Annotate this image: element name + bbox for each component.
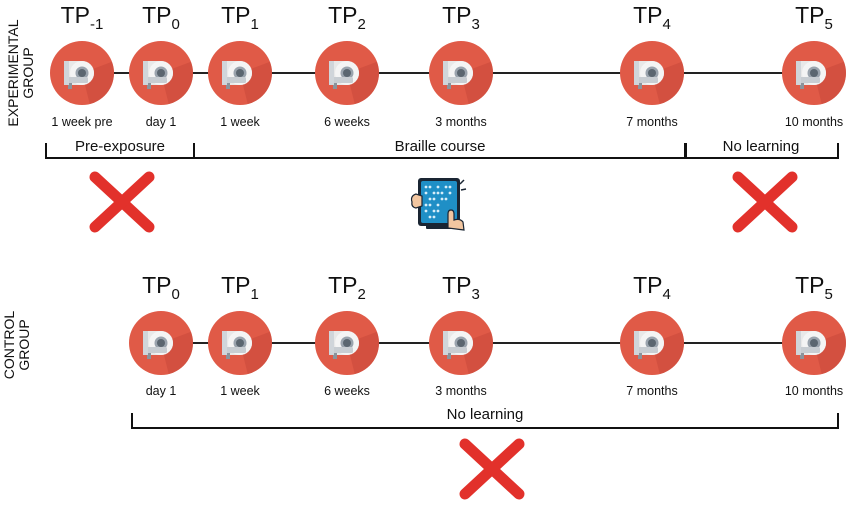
- control-time-label: 7 months: [626, 384, 678, 398]
- control-tp-label: TP1: [200, 272, 280, 303]
- mri-scanner-icon: [429, 41, 493, 105]
- tp-subscript: 3: [471, 16, 480, 33]
- tp-subscript: 0: [171, 286, 180, 303]
- control-tp-label: TP0: [121, 272, 201, 303]
- control-time-label: 3 months: [435, 384, 487, 398]
- control-time-label: 6 weeks: [324, 384, 370, 398]
- tp-text: TP: [442, 272, 472, 298]
- tp-text: TP: [221, 272, 251, 298]
- experimental-time-label: 7 months: [626, 115, 678, 129]
- experimental-label-line1: EXPERIMENTAL: [5, 19, 21, 127]
- tp-subscript: 0: [171, 16, 180, 33]
- tp-subscript: 4: [662, 16, 671, 33]
- red-cross-icon: [89, 171, 155, 233]
- experimental-tp-label: TP0: [121, 2, 201, 33]
- mri-scanner-icon: [429, 311, 493, 375]
- experimental-time-label: 1 week pre: [51, 115, 113, 129]
- experimental-time-label: 1 week: [220, 115, 260, 129]
- tp-text: TP: [60, 2, 91, 28]
- mri-scanner-icon: [315, 311, 379, 375]
- tp-text: TP: [442, 2, 472, 28]
- tp-text: TP: [221, 2, 251, 28]
- red-cross-icon: [459, 438, 525, 500]
- no-learning-bracket: [684, 143, 839, 159]
- mri-scanner-icon: [620, 311, 684, 375]
- experimental-tp-label: TP5: [774, 2, 851, 33]
- braille-course-bracket-end: [684, 143, 687, 159]
- experimental-tp-label: TP1: [200, 2, 280, 33]
- no-learning-label-experimental: No learning: [722, 138, 800, 155]
- control-label-line2: GROUP: [16, 319, 32, 371]
- control-label-line1: CONTROL: [1, 310, 17, 380]
- tp-subscript: 2: [357, 286, 366, 303]
- tp-text: TP: [328, 2, 358, 28]
- control-time-label: 1 week: [220, 384, 260, 398]
- control-group-label: CONTROL GROUP: [1, 300, 32, 390]
- control-tp-label: TP5: [774, 272, 851, 303]
- mri-scanner-icon: [208, 311, 272, 375]
- experimental-tp-label: TP4: [612, 2, 692, 33]
- braille-course-bracket: [192, 143, 687, 159]
- braille-tablet-icon: [410, 178, 467, 231]
- tp-subscript: 3: [471, 286, 480, 303]
- experimental-time-label: 6 weeks: [324, 115, 370, 129]
- tp-text: TP: [633, 272, 663, 298]
- experimental-group-label: EXPERIMENTAL GROUP: [5, 18, 36, 128]
- experimental-time-label: 3 months: [435, 115, 487, 129]
- tp-text: TP: [795, 272, 825, 298]
- mri-scanner-icon: [620, 41, 684, 105]
- tp-subscript: 5: [824, 16, 833, 33]
- tp-text: TP: [633, 2, 663, 28]
- control-time-label: day 1: [145, 384, 177, 398]
- tp-text: TP: [328, 272, 358, 298]
- braille-course-label: Braille course: [394, 138, 486, 155]
- tp-subscript: 5: [824, 286, 833, 303]
- control-tp-label: TP2: [307, 272, 387, 303]
- experimental-tp-label: TP3: [421, 2, 501, 33]
- tp-subscript: 4: [662, 286, 671, 303]
- control-tp-label: TP4: [612, 272, 692, 303]
- tp-text: TP: [142, 272, 172, 298]
- experimental-tp-label: TP-1: [42, 2, 122, 33]
- tp-subscript: 1: [250, 16, 259, 33]
- mri-scanner-icon: [782, 41, 846, 105]
- tp-text: TP: [142, 2, 172, 28]
- mri-scanner-icon: [315, 41, 379, 105]
- control-no-learning-bracket: [131, 413, 839, 429]
- experimental-time-label: day 1: [145, 115, 177, 129]
- red-cross-icon: [732, 171, 798, 233]
- tp-subscript: 2: [357, 16, 366, 33]
- tp-text: TP: [795, 2, 825, 28]
- experimental-tp-label: TP2: [307, 2, 387, 33]
- control-time-label: 10 months: [784, 384, 844, 398]
- mri-scanner-icon: [129, 311, 193, 375]
- pre-exposure-label: Pre-exposure: [74, 138, 166, 155]
- tp-subscript: -1: [90, 16, 104, 33]
- experimental-time-label: 10 months: [784, 115, 844, 129]
- tp-subscript: 1: [250, 286, 259, 303]
- mri-scanner-icon: [208, 41, 272, 105]
- pre-exposure-bracket: [45, 143, 195, 159]
- no-learning-label-control: No learning: [446, 406, 524, 423]
- mri-scanner-icon: [129, 41, 193, 105]
- control-tp-label: TP3: [421, 272, 501, 303]
- experimental-label-line2: GROUP: [20, 47, 36, 99]
- mri-scanner-icon: [50, 41, 114, 105]
- mri-scanner-icon: [782, 311, 846, 375]
